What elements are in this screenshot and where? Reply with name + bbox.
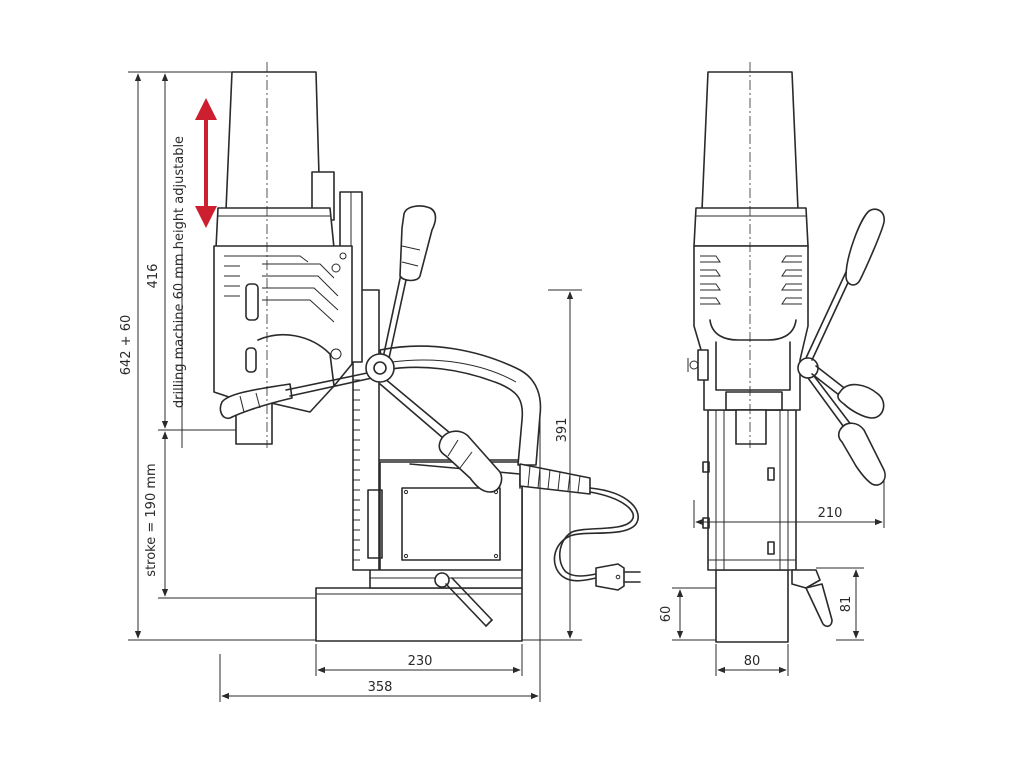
front-view [687, 62, 886, 643]
height-adjust-arrow [195, 98, 217, 228]
feed-hub [365, 353, 395, 383]
motor-housing [215, 207, 335, 249]
label-height-adjust: drilling machine 60 mm height adjustable [172, 136, 187, 408]
label-side-width: 210 [818, 506, 843, 521]
label-overall-width: 358 [368, 680, 393, 695]
label-total-height: 642 + 60 [119, 315, 134, 376]
left-handle [219, 383, 293, 420]
dimensions [128, 71, 885, 702]
control-panel [401, 487, 501, 561]
label-base-width: 230 [408, 654, 433, 669]
front-right-handle [837, 383, 885, 419]
label-column-height: 391 [555, 418, 570, 443]
power-plug [595, 563, 625, 591]
label-motor-height: 416 [146, 264, 161, 289]
side-view [213, 62, 641, 642]
label-stroke: stroke = 190 mm [144, 463, 159, 576]
power-cable [553, 487, 639, 582]
label-base-height: 60 [659, 606, 674, 623]
front-lower-handle [837, 422, 886, 486]
motor-cap [225, 71, 321, 211]
label-magnet-width: 80 [744, 654, 761, 669]
label-lever-height: 81 [839, 596, 854, 613]
front-gearbox [693, 245, 809, 411]
top-handle [399, 205, 437, 282]
front-base [715, 569, 789, 643]
base-plate [315, 587, 523, 642]
dimension-labels: 642 + 60 416 stroke = 190 mm drilling ma… [119, 136, 854, 695]
front-top-handle [845, 208, 885, 286]
lower-handle [438, 430, 503, 493]
gearbox [213, 245, 353, 413]
arched-arm [379, 345, 542, 466]
